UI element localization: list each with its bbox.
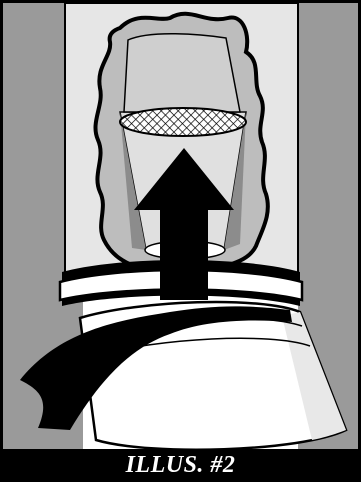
upper-cavity [124,34,240,112]
mesh-screen [120,108,246,136]
caption-bar: ILLUS. #2 [0,449,361,482]
caption-text: ILLUS. #2 [126,452,236,479]
